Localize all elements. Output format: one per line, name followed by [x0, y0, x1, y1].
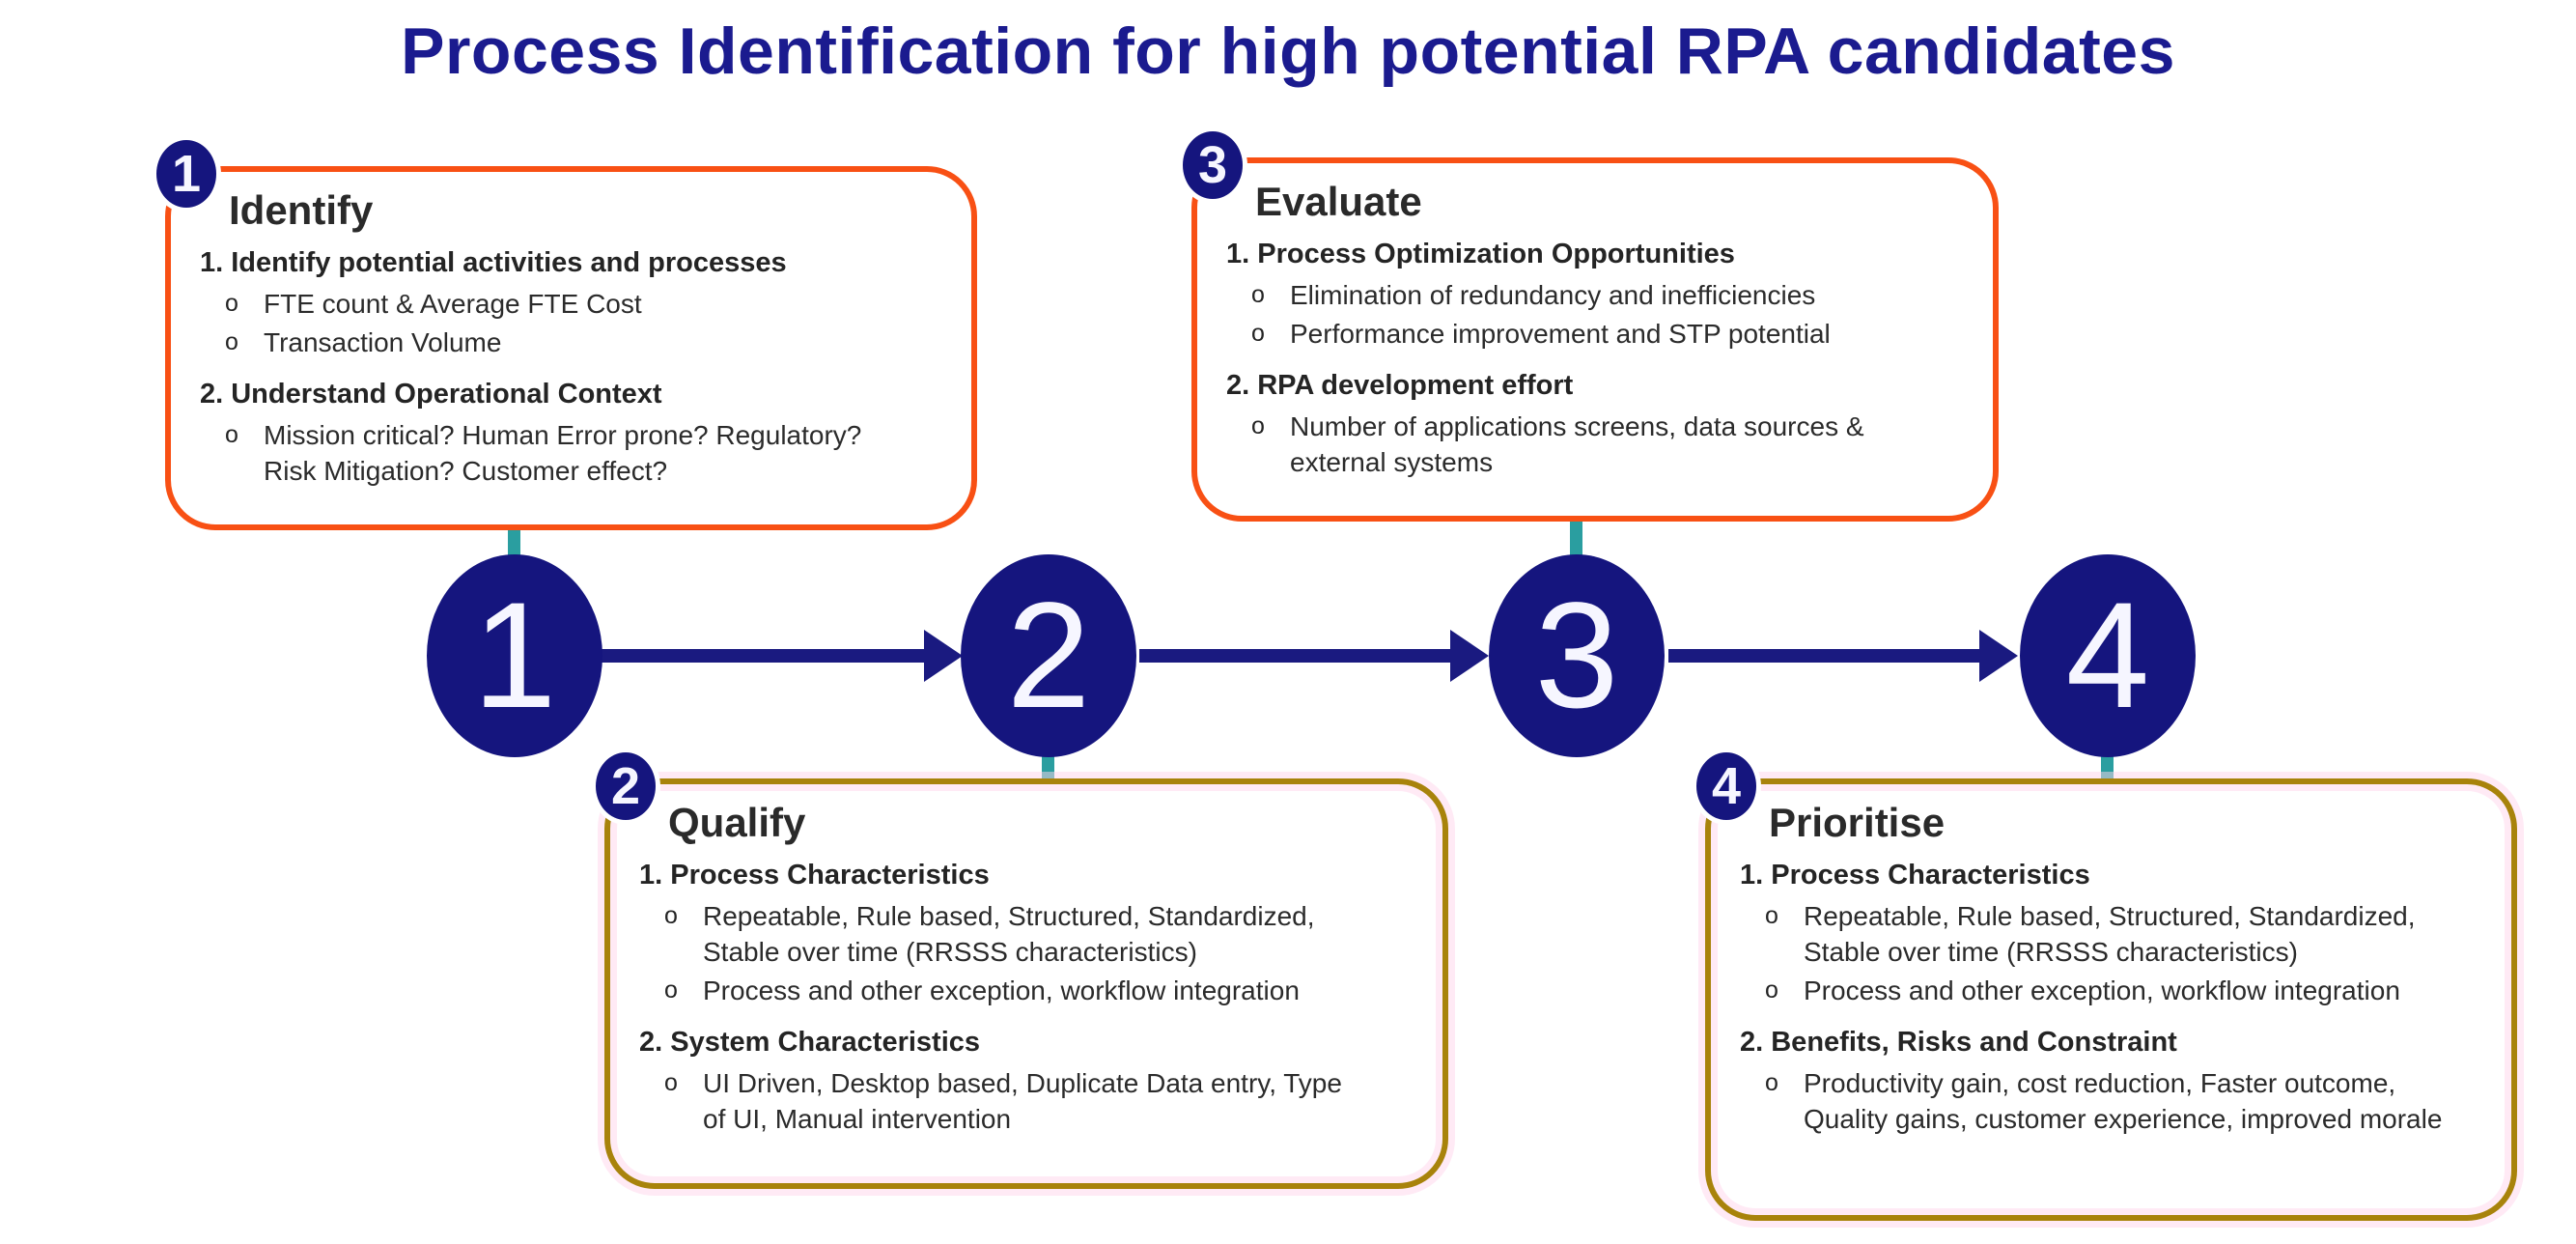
step-1-badge: 1	[152, 135, 221, 212]
step-3-title: Evaluate	[1255, 179, 1422, 224]
circle-bullet-icon: o	[225, 327, 238, 355]
step-box-prioritise: 4 Prioritise 1. Process Characteristics …	[1692, 748, 2517, 1221]
step-1-content: Identify 1. Identify potential activitie…	[171, 172, 971, 490]
step-3-badge: 3	[1178, 127, 1247, 204]
section-heading: 1. Process Characteristics	[1740, 860, 2090, 891]
section-heading: 1. Identify potential activities and pro…	[200, 247, 787, 278]
circle-bullet-icon: o	[1251, 281, 1265, 308]
step-1-badge-number: 1	[171, 145, 202, 203]
page-title: Process Identification for high potentia…	[401, 14, 2175, 88]
section-heading: 2. System Characteristics	[639, 1026, 981, 1058]
connector-line-box1-node1	[508, 524, 520, 561]
step-3-content: Evaluate 1. Process Optimization Opportu…	[1197, 163, 1993, 481]
arrow-shaft-2-3	[1139, 649, 1450, 663]
connector-line-node4-box4	[2101, 751, 2114, 784]
timeline-node-3: 3	[1489, 554, 1665, 757]
step-4-title: Prioritise	[1769, 800, 1946, 845]
arrow-head-icon	[1450, 630, 1489, 682]
circle-bullet-icon: o	[225, 420, 238, 448]
timeline-node-3-number: 3	[1534, 572, 1619, 740]
step-2-badge: 2	[591, 748, 660, 825]
arrow-head-icon	[924, 630, 963, 682]
step-4-badge: 4	[1692, 748, 1761, 825]
step-2-badge-number: 2	[610, 757, 641, 815]
connector-line-node2-box2	[1042, 751, 1054, 784]
circle-bullet-icon: o	[664, 902, 678, 929]
timeline-node-1-number: 1	[472, 572, 557, 740]
circle-bullet-icon: o	[225, 290, 238, 317]
section-heading: 2. RPA development effort	[1226, 369, 1574, 401]
section-heading: 1. Process Optimization Opportunities	[1226, 239, 1735, 269]
step-1-title: Identify	[229, 187, 374, 233]
circle-bullet-icon: o	[1765, 902, 1778, 929]
section-heading: 2. Benefits, Risks and Constraint	[1740, 1026, 2177, 1058]
timeline-node-2-number: 2	[1006, 572, 1091, 740]
circle-bullet-icon: o	[664, 975, 678, 1004]
timeline-node-2: 2	[961, 554, 1136, 757]
timeline-node-4-number: 4	[2065, 572, 2150, 740]
circle-bullet-icon: o	[1251, 411, 1265, 439]
arrow-shaft-3-4	[1668, 649, 1979, 663]
circle-bullet-icon: o	[1765, 1068, 1778, 1096]
arrow-shaft-1-2	[599, 649, 924, 663]
arrow-head-icon	[1979, 630, 2018, 682]
step-box-identify: 1 Identify 1. Identify potential activit…	[152, 135, 977, 530]
step-box-evaluate: 3 Evaluate 1. Process Optimization Oppor…	[1178, 127, 1999, 522]
timeline-node-1: 1	[427, 554, 602, 757]
circle-bullet-icon: o	[1251, 319, 1265, 347]
circle-bullet-icon: o	[1765, 975, 1778, 1004]
step-2-title: Qualify	[668, 800, 806, 845]
circle-bullet-icon: o	[664, 1068, 678, 1096]
connector-line-box3-node3	[1570, 516, 1582, 561]
step-3-badge-number: 3	[1197, 136, 1228, 194]
section-heading: 2. Understand Operational Context	[200, 378, 662, 410]
section-heading: 1. Process Characteristics	[639, 860, 990, 891]
step-4-badge-number: 4	[1711, 757, 1742, 815]
step-1-section-1: 1. Identify potential activities and pro…	[200, 247, 942, 361]
timeline-node-4: 4	[2020, 554, 2196, 757]
